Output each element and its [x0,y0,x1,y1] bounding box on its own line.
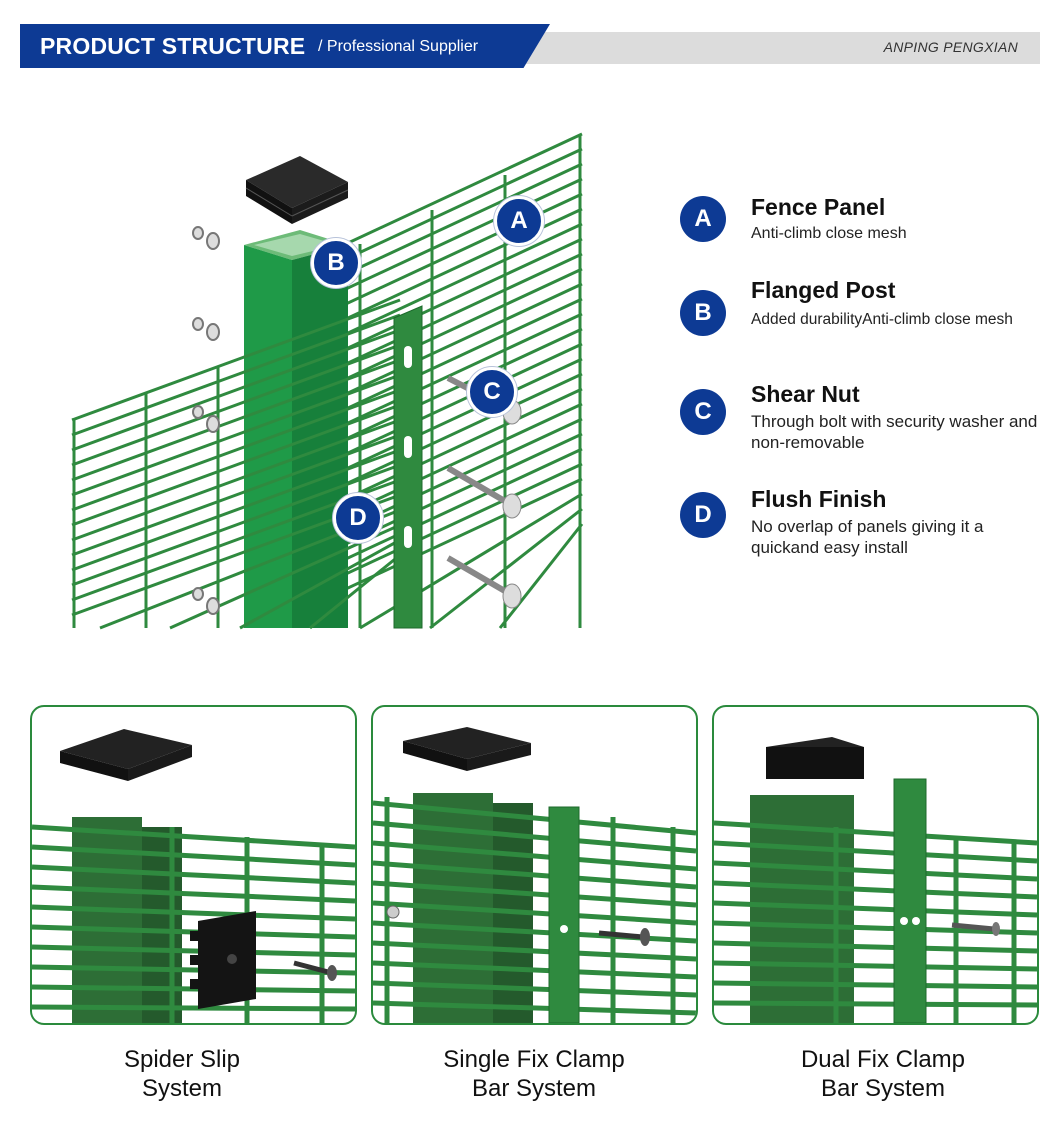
feature-shear-nut: C Shear Nut Through bolt with security w… [680,381,1040,461]
marker-a: A [494,196,544,246]
feature-badge-c: C [680,389,726,435]
page-subtitle: / Professional Supplier [318,38,479,55]
feature-flush-finish: D Flush Finish No overlap of panels givi… [680,486,1040,566]
feature-title: Flanged Post [751,277,896,303]
caption-line-1: Dual Fix Clamp [800,1046,966,1073]
feature-title: Fence Panel [751,194,886,220]
header-banner: PRODUCT STRUCTURE / Professional Supplie… [0,0,1060,80]
spider-slip-drawing [32,729,355,1023]
clamp-bar [393,305,423,629]
header-blue-strip [20,24,550,68]
page-title: PRODUCT STRUCTURE [40,33,306,59]
feature-description: Anti-climb close mesh [751,225,907,242]
feature-description: Added durabilityAnti-climb close mesh [751,311,1013,328]
caption-line-1: Spider Slip [123,1046,241,1073]
feature-fence-panel: A Fence Panel Anti-climb close mesh [680,194,1040,254]
marker-c: C [467,367,517,417]
post-cap [245,156,349,224]
caption-line-1: Single Fix Clamp [443,1046,625,1073]
caption-line-2: Bar System [471,1075,597,1102]
dual-fix-clamp-drawing [714,737,1037,1023]
system-image-dual-fix-clamp [712,705,1039,1025]
feature-title: Shear Nut [751,381,860,407]
washers [192,226,220,615]
caption-dual-fix-clamp: Dual Fix Clamp Bar System [718,1045,1048,1103]
caption-single-fix-clamp: Single Fix Clamp Bar System [369,1045,699,1103]
fence-structure-illustration: A B C D [60,120,600,640]
caption-line-2: System [141,1075,222,1102]
feature-title: Flush Finish [751,486,887,512]
marker-b: B [311,238,361,288]
feature-flanged-post: B Flanged Post Added durabilityAnti-clim… [680,277,1040,357]
caption-spider-slip: Spider Slip System [17,1045,347,1103]
system-image-single-fix-clamp [371,705,698,1025]
security-bolts [446,375,522,609]
marker-d: D [333,493,383,543]
feature-badge-a: A [680,196,726,242]
feature-badge-b: B [680,290,726,336]
feature-description: No overlap of panels giving it a quickan… [751,517,984,557]
feature-description: Through bolt with security washer and no… [751,412,1038,452]
system-image-spider-slip [30,705,357,1025]
caption-line-2: Bar System [820,1075,946,1102]
header-grey-strip [505,32,1040,64]
feature-badge-d: D [680,492,726,538]
single-fix-clamp-drawing [373,727,696,1023]
brand-name: ANPING PENGXIAN [883,39,1018,55]
